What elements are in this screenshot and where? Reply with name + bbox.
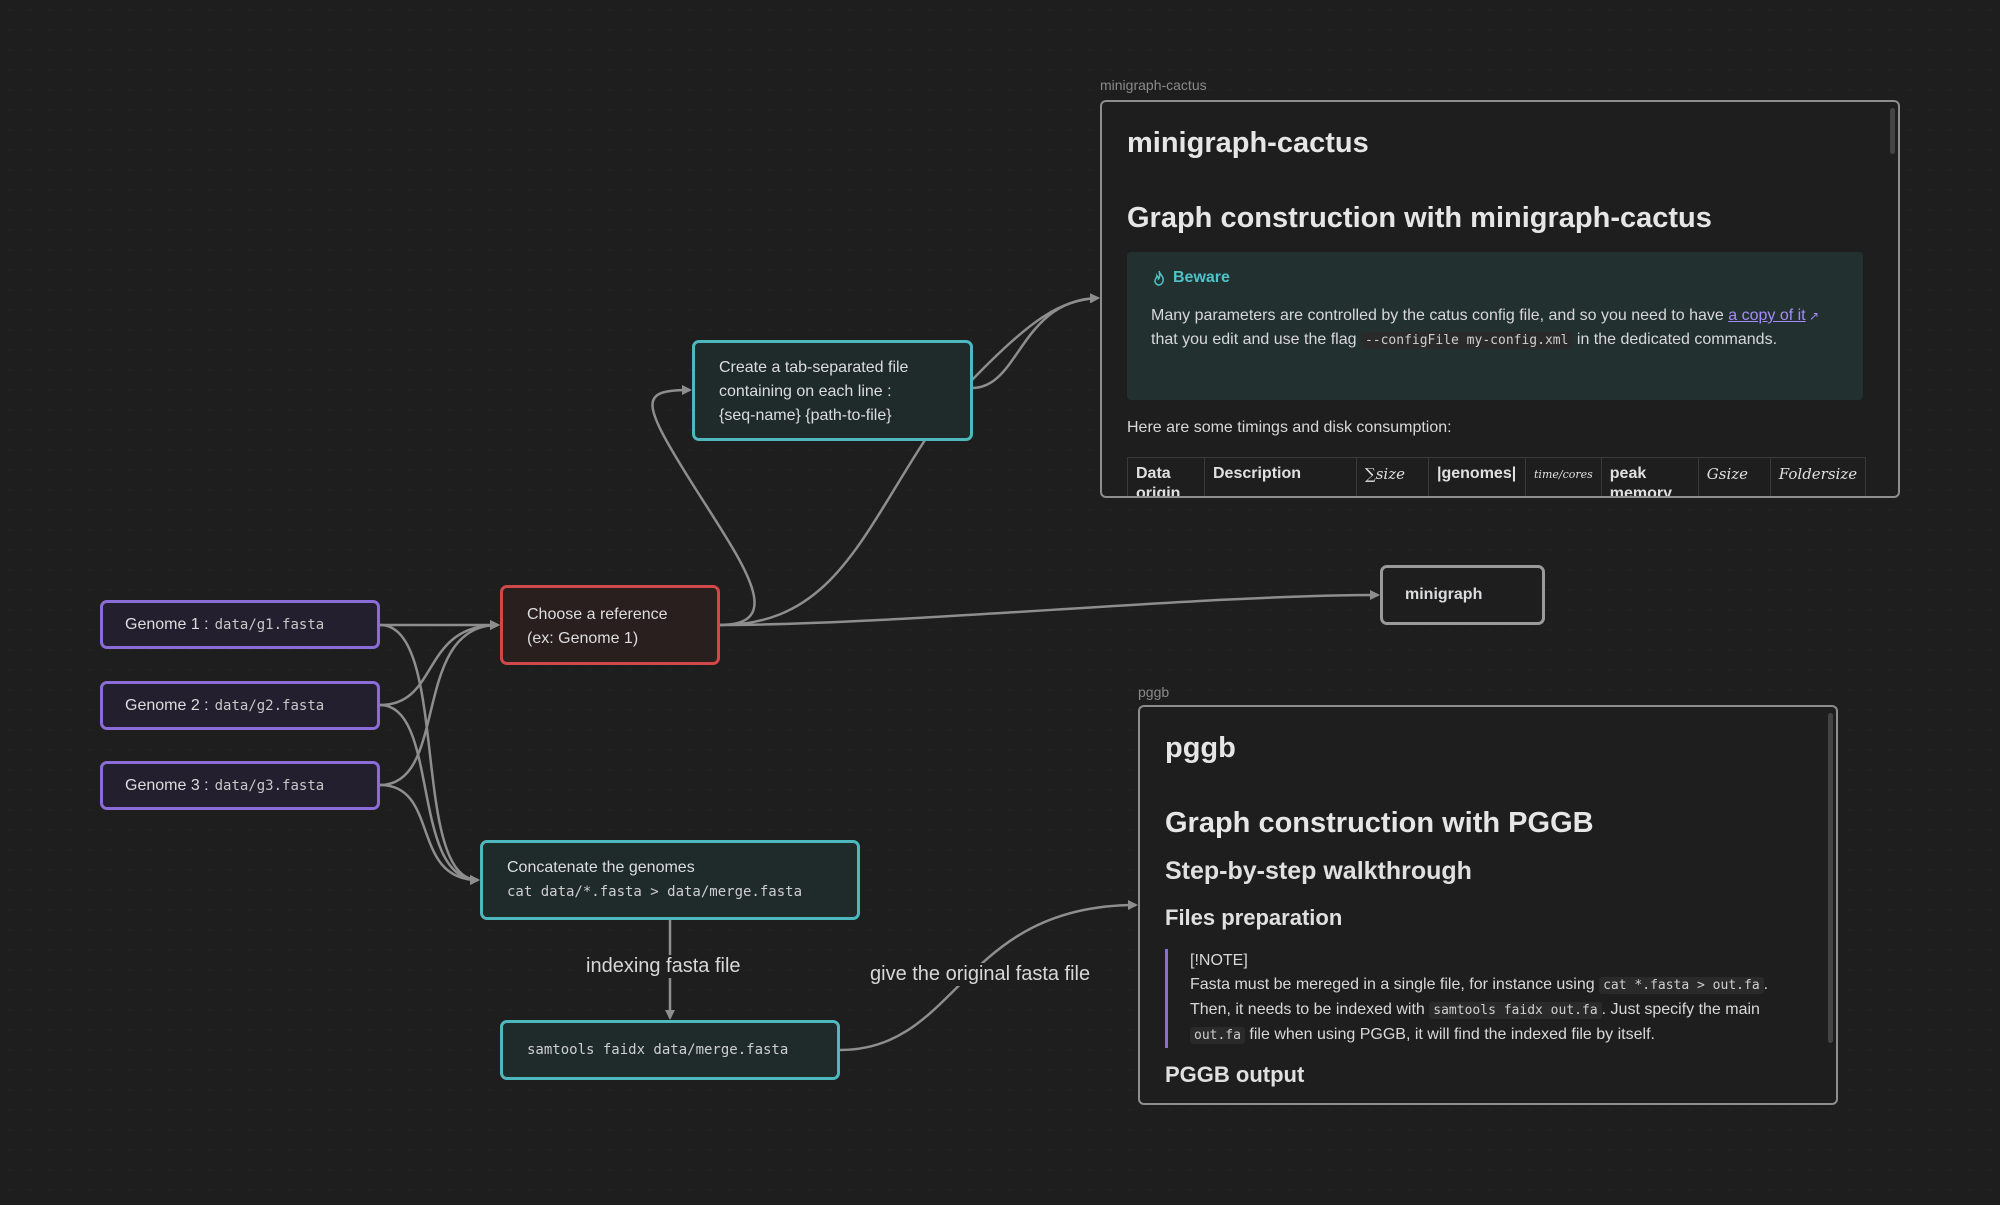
th-peak-memory: peak memory xyxy=(1600,457,1699,496)
pggb-scrollbar[interactable] xyxy=(1828,713,1833,1043)
mc-h1: minigraph-cactus xyxy=(1127,127,1369,159)
edge-tsv-to-mc-2 xyxy=(971,293,1100,381)
external-link-icon: ↗ xyxy=(1805,309,1819,323)
choose-reference-node[interactable]: Choose a reference (ex: Genome 1) xyxy=(500,585,720,665)
concat-title: Concatenate the genomes xyxy=(507,859,695,876)
reference-line-1: Choose a reference xyxy=(527,606,668,623)
flame-icon xyxy=(1154,270,1164,286)
genome-3-label: Genome 3 : xyxy=(125,776,209,794)
mc-h2: Graph construction with minigraph-cactus xyxy=(1127,202,1712,234)
callout-text-3: in the dedicated commands. xyxy=(1576,331,1778,348)
callout-text-2: that you edit and use the flag xyxy=(1151,331,1357,348)
genome-3-path: data/g3.fasta xyxy=(214,777,325,794)
genome-1-node[interactable]: Genome 1 : data/g1.fasta xyxy=(100,600,380,649)
callout-body: Many parameters are controlled by the ca… xyxy=(1151,304,1839,353)
note-body: Fasta must be mereged in a single file, … xyxy=(1190,973,1810,1048)
edge-tsv-to-reference xyxy=(719,439,927,627)
concat-cmd: cat data/*.fasta > data/merge.fasta xyxy=(507,884,803,900)
callout-code: --configFile my-config.xml xyxy=(1360,332,1573,349)
callout-text-1: Many parameters are controlled by the ca… xyxy=(1151,307,1724,324)
timings-paragraph: Here are some timings and disk consumpti… xyxy=(1127,419,1452,436)
beware-callout: Beware Many parameters are controlled by… xyxy=(1127,252,1863,400)
th-time-cores: time/cores xyxy=(1534,468,1593,481)
th-folder-size: Foldersize xyxy=(1778,465,1858,483)
tsv-line-2: containing on each line : xyxy=(719,383,892,400)
tsv-line-1: Create a tab-separated file xyxy=(719,359,909,376)
minigraph-label: minigraph xyxy=(1405,586,1483,603)
note-code-1: cat *.fasta > out.fa xyxy=(1599,977,1764,994)
genome-2-node[interactable]: Genome 2 : data/g2.fasta xyxy=(100,681,380,730)
genome-1-label: Genome 1 : xyxy=(125,615,209,633)
pggb-group[interactable]: pggb Graph construction with PGGB Step-b… xyxy=(1138,705,1838,1105)
edge-tsv-to-mc-1 xyxy=(971,293,1100,390)
genome-1-path: data/g1.fasta xyxy=(214,616,325,633)
callout-title: Beware xyxy=(1151,266,1839,290)
concatenate-node[interactable]: Concatenate the genomes cat data/*.fasta… xyxy=(480,840,860,920)
minigraph-cactus-group[interactable]: minigraph-cactus Graph construction with… xyxy=(1100,100,1900,498)
th-sum-size: ∑size xyxy=(1365,465,1405,483)
genome-3-node[interactable]: Genome 3 : data/g3.fasta xyxy=(100,761,380,810)
edge-g2-to-concat xyxy=(379,703,480,885)
th-data-origin: Data origin xyxy=(1127,457,1205,496)
edge-g3-to-reference xyxy=(379,620,500,787)
pggb-h4: Files preparation xyxy=(1165,905,1343,930)
reference-line-2: (ex: Genome 1) xyxy=(527,630,639,647)
note-code-2: samtools faidx out.fa xyxy=(1429,1002,1602,1019)
th-description: Description xyxy=(1204,457,1357,496)
pggb-h3: Step-by-step walkthrough xyxy=(1165,857,1472,885)
note-text-3: . Just specify the main xyxy=(1601,1001,1760,1018)
genome-2-path: data/g2.fasta xyxy=(214,697,325,714)
note-text-4: file when using PGGB, it will find the i… xyxy=(1249,1026,1655,1043)
copy-link[interactable]: a copy of it xyxy=(1728,307,1806,324)
pggb-h2: Graph construction with PGGB xyxy=(1165,807,1594,839)
edge-label-indexing: indexing fasta file xyxy=(583,955,744,978)
mc-group-label: minigraph-cactus xyxy=(1100,77,1207,93)
minigraph-node[interactable]: minigraph xyxy=(1380,565,1545,625)
tsv-line-3: {seq-name} {path-to-file} xyxy=(719,407,892,424)
tsv-file-node[interactable]: Create a tab-separated file containing o… xyxy=(692,340,973,441)
timings-table: Data origin Description ∑size |genomes| … xyxy=(1127,457,1867,496)
callout-title-text: Beware xyxy=(1173,269,1230,286)
pggb-h1: pggb xyxy=(1165,732,1236,764)
table-header-row: Data origin Description ∑size |genomes| … xyxy=(1127,457,1867,496)
note-tag: [!NOTE] xyxy=(1190,952,1248,969)
edge-g3-to-concat xyxy=(379,783,480,885)
edge-g1-to-concat xyxy=(379,623,480,885)
edge-reference-to-minigraph xyxy=(719,590,1380,627)
faidx-cmd: samtools faidx data/merge.fasta xyxy=(527,1042,789,1058)
th-genomes: |genomes| xyxy=(1428,457,1526,496)
note-code-3: out.fa xyxy=(1190,1027,1245,1044)
pggb-group-label: pggb xyxy=(1138,684,1170,700)
pggb-h4-output: PGGB output xyxy=(1165,1062,1305,1087)
note-text-1: Fasta must be mereged in a single file, … xyxy=(1190,976,1595,993)
faidx-node[interactable]: samtools faidx data/merge.fasta xyxy=(500,1020,840,1080)
mc-scrollbar[interactable] xyxy=(1890,108,1895,154)
note-block: [!NOTE] Fasta must be mereged in a singl… xyxy=(1165,949,1810,1048)
note-text-2: . Then, it needs to be indexed with xyxy=(1190,976,1769,1018)
th-gsize: Gsize xyxy=(1706,465,1749,483)
genome-2-label: Genome 2 : xyxy=(125,696,209,714)
edge-g2-to-reference xyxy=(379,620,500,707)
edge-label-original: give the original fasta file xyxy=(867,963,1094,986)
